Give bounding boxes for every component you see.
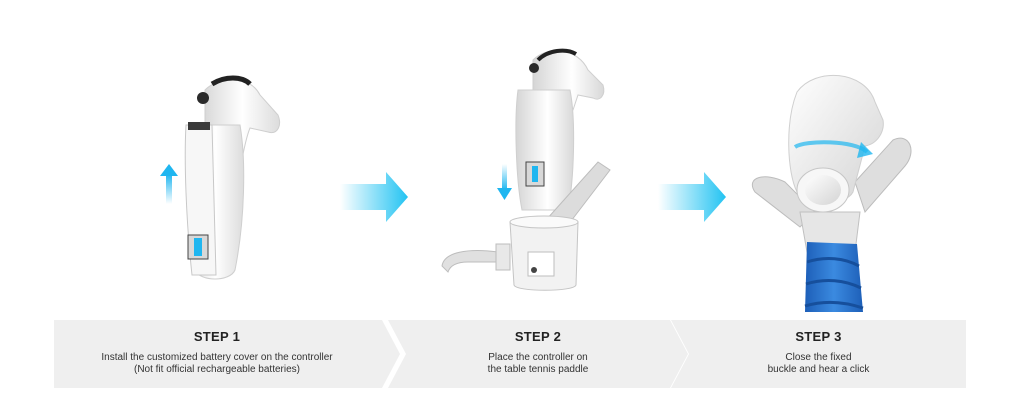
step-3-desc-line1: Close the fixed xyxy=(785,352,852,363)
thumbstick-icon xyxy=(197,92,209,104)
step-2-desc-line1: Place the controller on xyxy=(488,352,588,363)
step-2-desc-line2: the table tennis paddle xyxy=(487,364,589,375)
step-3-description: Close the fixed buckle and hear a click xyxy=(768,352,870,376)
step-2-panel: STEP 2 Place the controller on the table… xyxy=(388,320,688,388)
arrow-right-icon xyxy=(340,172,408,222)
step-3-desc-line2: buckle and hear a click xyxy=(767,364,870,375)
step-1-description: Install the customized battery cover on … xyxy=(101,352,332,376)
step-3-panel: STEP 3 Close the fixed buckle and hear a… xyxy=(671,320,966,388)
step-2-description: Place the controller on the table tennis… xyxy=(488,352,589,376)
step2-illustration xyxy=(441,48,611,291)
steps-bar: STEP 1 Install the customized battery co… xyxy=(54,320,966,388)
step-1-desc-line2: (Not fit official rechargeable batteries… xyxy=(133,364,300,375)
paddle-arm-right xyxy=(854,137,912,213)
step-3-title: STEP 3 xyxy=(795,329,842,344)
step1-illustration xyxy=(160,75,281,280)
arrow-down-icon xyxy=(497,188,512,200)
step-1-panel: STEP 1 Install the customized battery co… xyxy=(54,320,400,388)
step-1-title: STEP 1 xyxy=(193,329,241,344)
step-2-title: STEP 2 xyxy=(514,329,562,344)
arrow-up-icon xyxy=(160,164,178,176)
step-1-desc-line1: Install the customized battery cover on … xyxy=(101,352,333,363)
step3-illustration xyxy=(752,74,912,312)
controller-body xyxy=(515,89,575,211)
arrow-right-icon xyxy=(658,172,726,222)
